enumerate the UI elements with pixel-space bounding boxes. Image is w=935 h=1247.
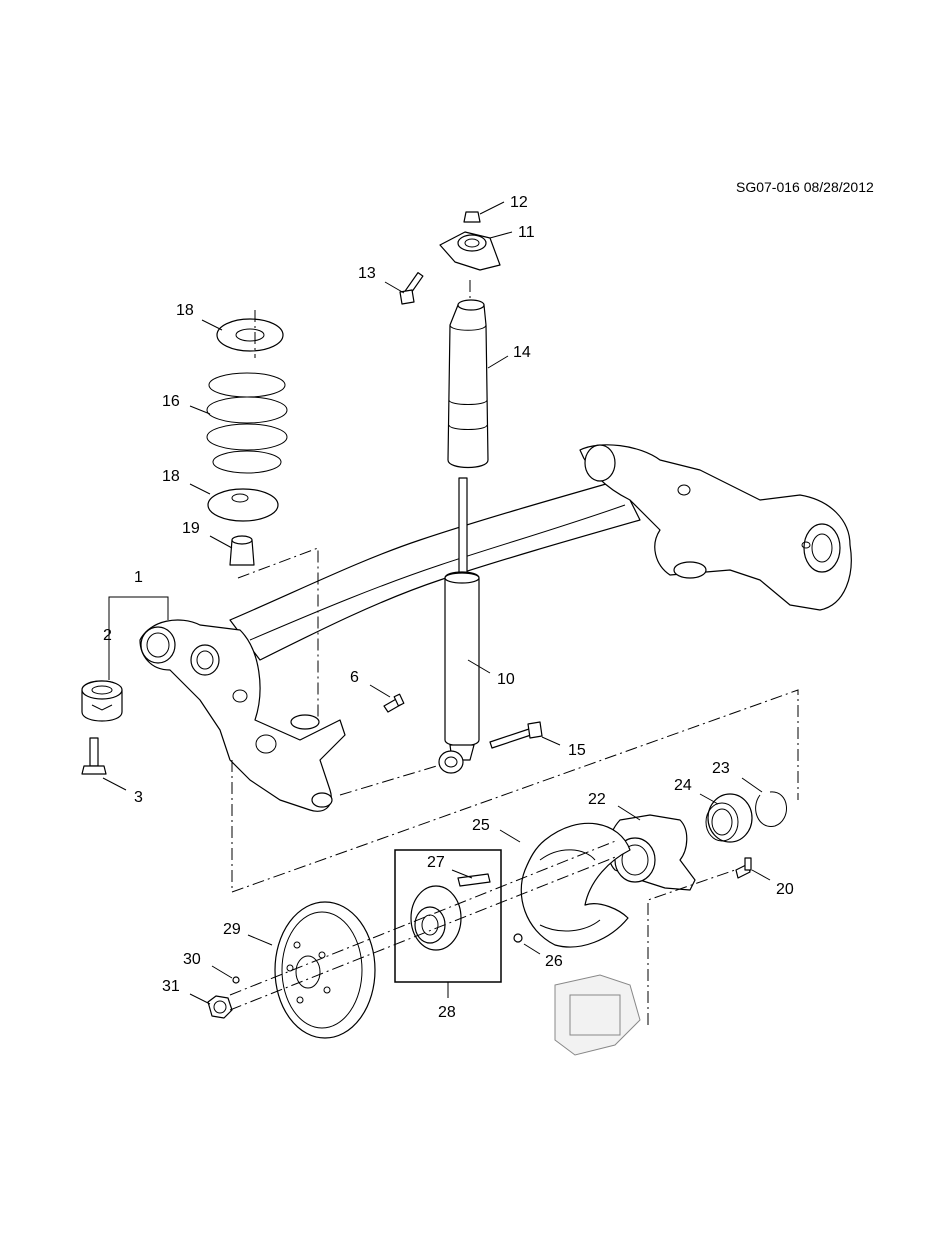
callout-31: 31 xyxy=(162,978,180,995)
callout-26: 26 xyxy=(545,953,563,970)
brake-disc xyxy=(274,901,376,1039)
callout-11: 11 xyxy=(518,224,535,241)
callout-12: 12 xyxy=(510,194,528,211)
bushing-bolt xyxy=(81,737,107,775)
callout-14: 14 xyxy=(513,344,531,361)
hub-nut xyxy=(207,995,233,1019)
mount-bolt xyxy=(399,272,424,305)
callout-19: 19 xyxy=(182,520,200,537)
coil-spring xyxy=(206,372,288,474)
leader-lines xyxy=(102,201,771,1005)
callout-30: 30 xyxy=(183,951,201,968)
callout-23: 23 xyxy=(712,760,730,777)
disc-screw xyxy=(232,976,240,984)
lower-spring-seat xyxy=(207,488,279,522)
bump-stop xyxy=(229,535,255,566)
brake-caliper xyxy=(554,974,641,1056)
snap-ring xyxy=(755,791,787,827)
callout-10: 10 xyxy=(497,671,515,688)
hub-bolt xyxy=(735,857,752,879)
hub-assembly-box xyxy=(394,849,502,983)
callout-24: 24 xyxy=(674,777,692,794)
brake-backing-plate xyxy=(520,822,631,948)
shock-lower-bolt xyxy=(489,721,543,749)
upper-shock-mount xyxy=(439,231,501,271)
mount-nut xyxy=(463,211,481,223)
shock-absorber xyxy=(438,477,480,774)
small-bolt-6 xyxy=(383,693,405,713)
callout-22: 22 xyxy=(588,791,606,808)
callout-1: 1 xyxy=(134,569,143,586)
axle-bushing xyxy=(81,680,123,722)
callout-13: 13 xyxy=(358,265,376,282)
callout-15: 15 xyxy=(568,742,586,759)
callout-27: 27 xyxy=(427,854,445,871)
callout-25: 25 xyxy=(472,817,490,834)
shock-dust-boot xyxy=(447,299,489,469)
diagram-reference-code: SG07-016 08/28/2012 xyxy=(736,179,874,195)
assembly-lines xyxy=(229,280,799,1025)
callout-2: 2 xyxy=(103,627,112,644)
wheel-bearing xyxy=(705,793,753,843)
callout-labels: 1 2 3 6 10 11 12 13 14 15 16 18 18 19 20… xyxy=(103,194,794,1021)
rear-axle-beam xyxy=(139,444,852,812)
callout-3: 3 xyxy=(134,789,143,806)
callout-18-upper: 18 xyxy=(176,302,194,319)
upper-spring-seat xyxy=(216,318,284,352)
callout-29: 29 xyxy=(223,921,241,938)
backing-plate-screw xyxy=(513,933,523,943)
callout-18-lower: 18 xyxy=(162,468,180,485)
callout-6: 6 xyxy=(350,669,359,686)
callout-20: 20 xyxy=(776,881,794,898)
callout-16: 16 xyxy=(162,393,180,410)
callout-28: 28 xyxy=(438,1004,456,1021)
